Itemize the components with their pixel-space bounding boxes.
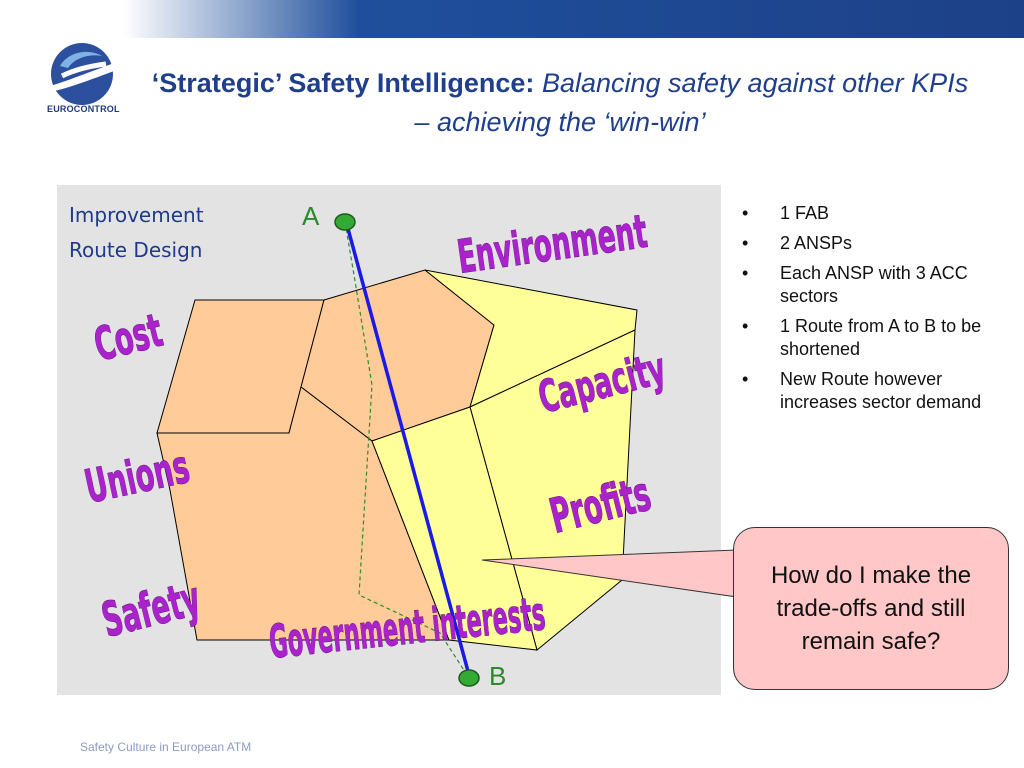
bullet-item: • Each ANSP with 3 ACC sectors <box>738 262 1020 308</box>
point-a-marker <box>334 213 356 231</box>
bullet-item: • New Route however increases sector dema… <box>738 368 1020 414</box>
callout-box: How do I make the trade-offs and still r… <box>733 527 1009 690</box>
diagram-caption-line2: Route Design <box>69 238 202 262</box>
title-emphasis: Balancing safety against other KPIs – ac… <box>414 68 969 137</box>
top-banner <box>0 0 1024 38</box>
original-route-line <box>344 221 468 676</box>
bullet-text: New Route however increases sector deman… <box>780 369 982 412</box>
point-a-label: A <box>302 201 320 231</box>
callout-text: How do I make the trade-offs and still r… <box>770 562 972 655</box>
bullet-text: 1 Route from A to B to be shortened <box>780 316 982 359</box>
diagram-caption-line1: Improvement <box>69 203 204 227</box>
bullet-item: • 2 ANSPs <box>738 232 1020 255</box>
bullet-item: • 1 FAB <box>738 202 1020 225</box>
point-b-marker <box>458 669 480 687</box>
improved-route-line <box>345 224 471 676</box>
bullet-marker: • <box>742 233 749 253</box>
bullet-list: • 1 FAB • 2 ANSPs • Each ANSP with 3 ACC se… <box>738 202 1020 421</box>
bullet-marker: • <box>742 316 749 336</box>
eurocontrol-logo <box>50 43 122 105</box>
bullet-marker: • <box>742 263 749 283</box>
bullet-marker: • <box>742 203 749 223</box>
footer-text: Safety Culture in European ATM <box>80 740 252 754</box>
bullet-item: • 1 Route from A to B to be shortened <box>738 315 1020 361</box>
point-b-label: B <box>489 661 506 691</box>
title-strong: ‘Strategic’ Safety Intelligence: <box>151 68 542 98</box>
bullet-text: 2 ANSPs <box>780 233 853 253</box>
sector-diagram: A B Improvement Route Design Environment… <box>57 185 721 695</box>
bullet-text: 1 FAB <box>780 203 830 223</box>
bullet-marker: • <box>742 369 749 389</box>
page-title: ‘Strategic’ Safety Intelligence: Balanci… <box>150 64 970 142</box>
bullet-text: Each ANSP with 3 ACC sectors <box>780 263 968 306</box>
logo-wordmark: EUROCONTROL <box>47 104 120 114</box>
